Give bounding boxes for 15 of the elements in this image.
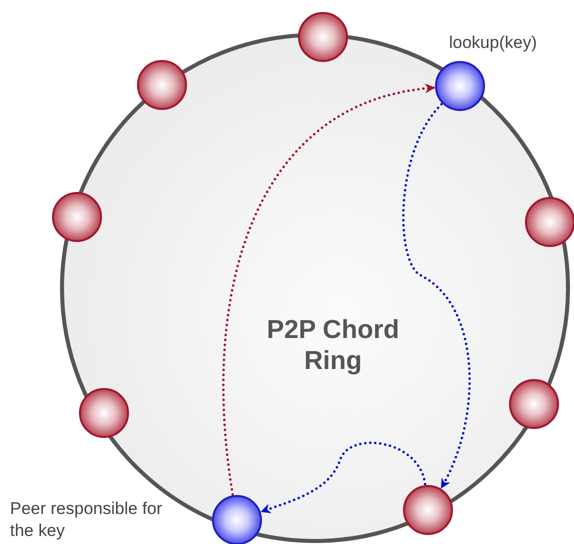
peer-node xyxy=(298,12,348,62)
dotted-arrow xyxy=(260,442,426,514)
peer-node xyxy=(403,485,453,535)
ring-title: P2P Chord Ring xyxy=(266,314,400,376)
peer-node xyxy=(79,388,129,438)
peer-node xyxy=(509,379,559,429)
peer-node xyxy=(137,60,187,110)
dotted-arrow xyxy=(222,84,436,496)
peer-node xyxy=(525,197,574,247)
peer-caption: lookup(key) xyxy=(449,32,537,54)
peer-node xyxy=(435,61,485,111)
peer-node xyxy=(52,192,102,242)
dotted-arrow xyxy=(402,103,471,489)
peer-caption: Peer responsible for the key xyxy=(10,498,164,542)
peer-node xyxy=(212,495,262,544)
